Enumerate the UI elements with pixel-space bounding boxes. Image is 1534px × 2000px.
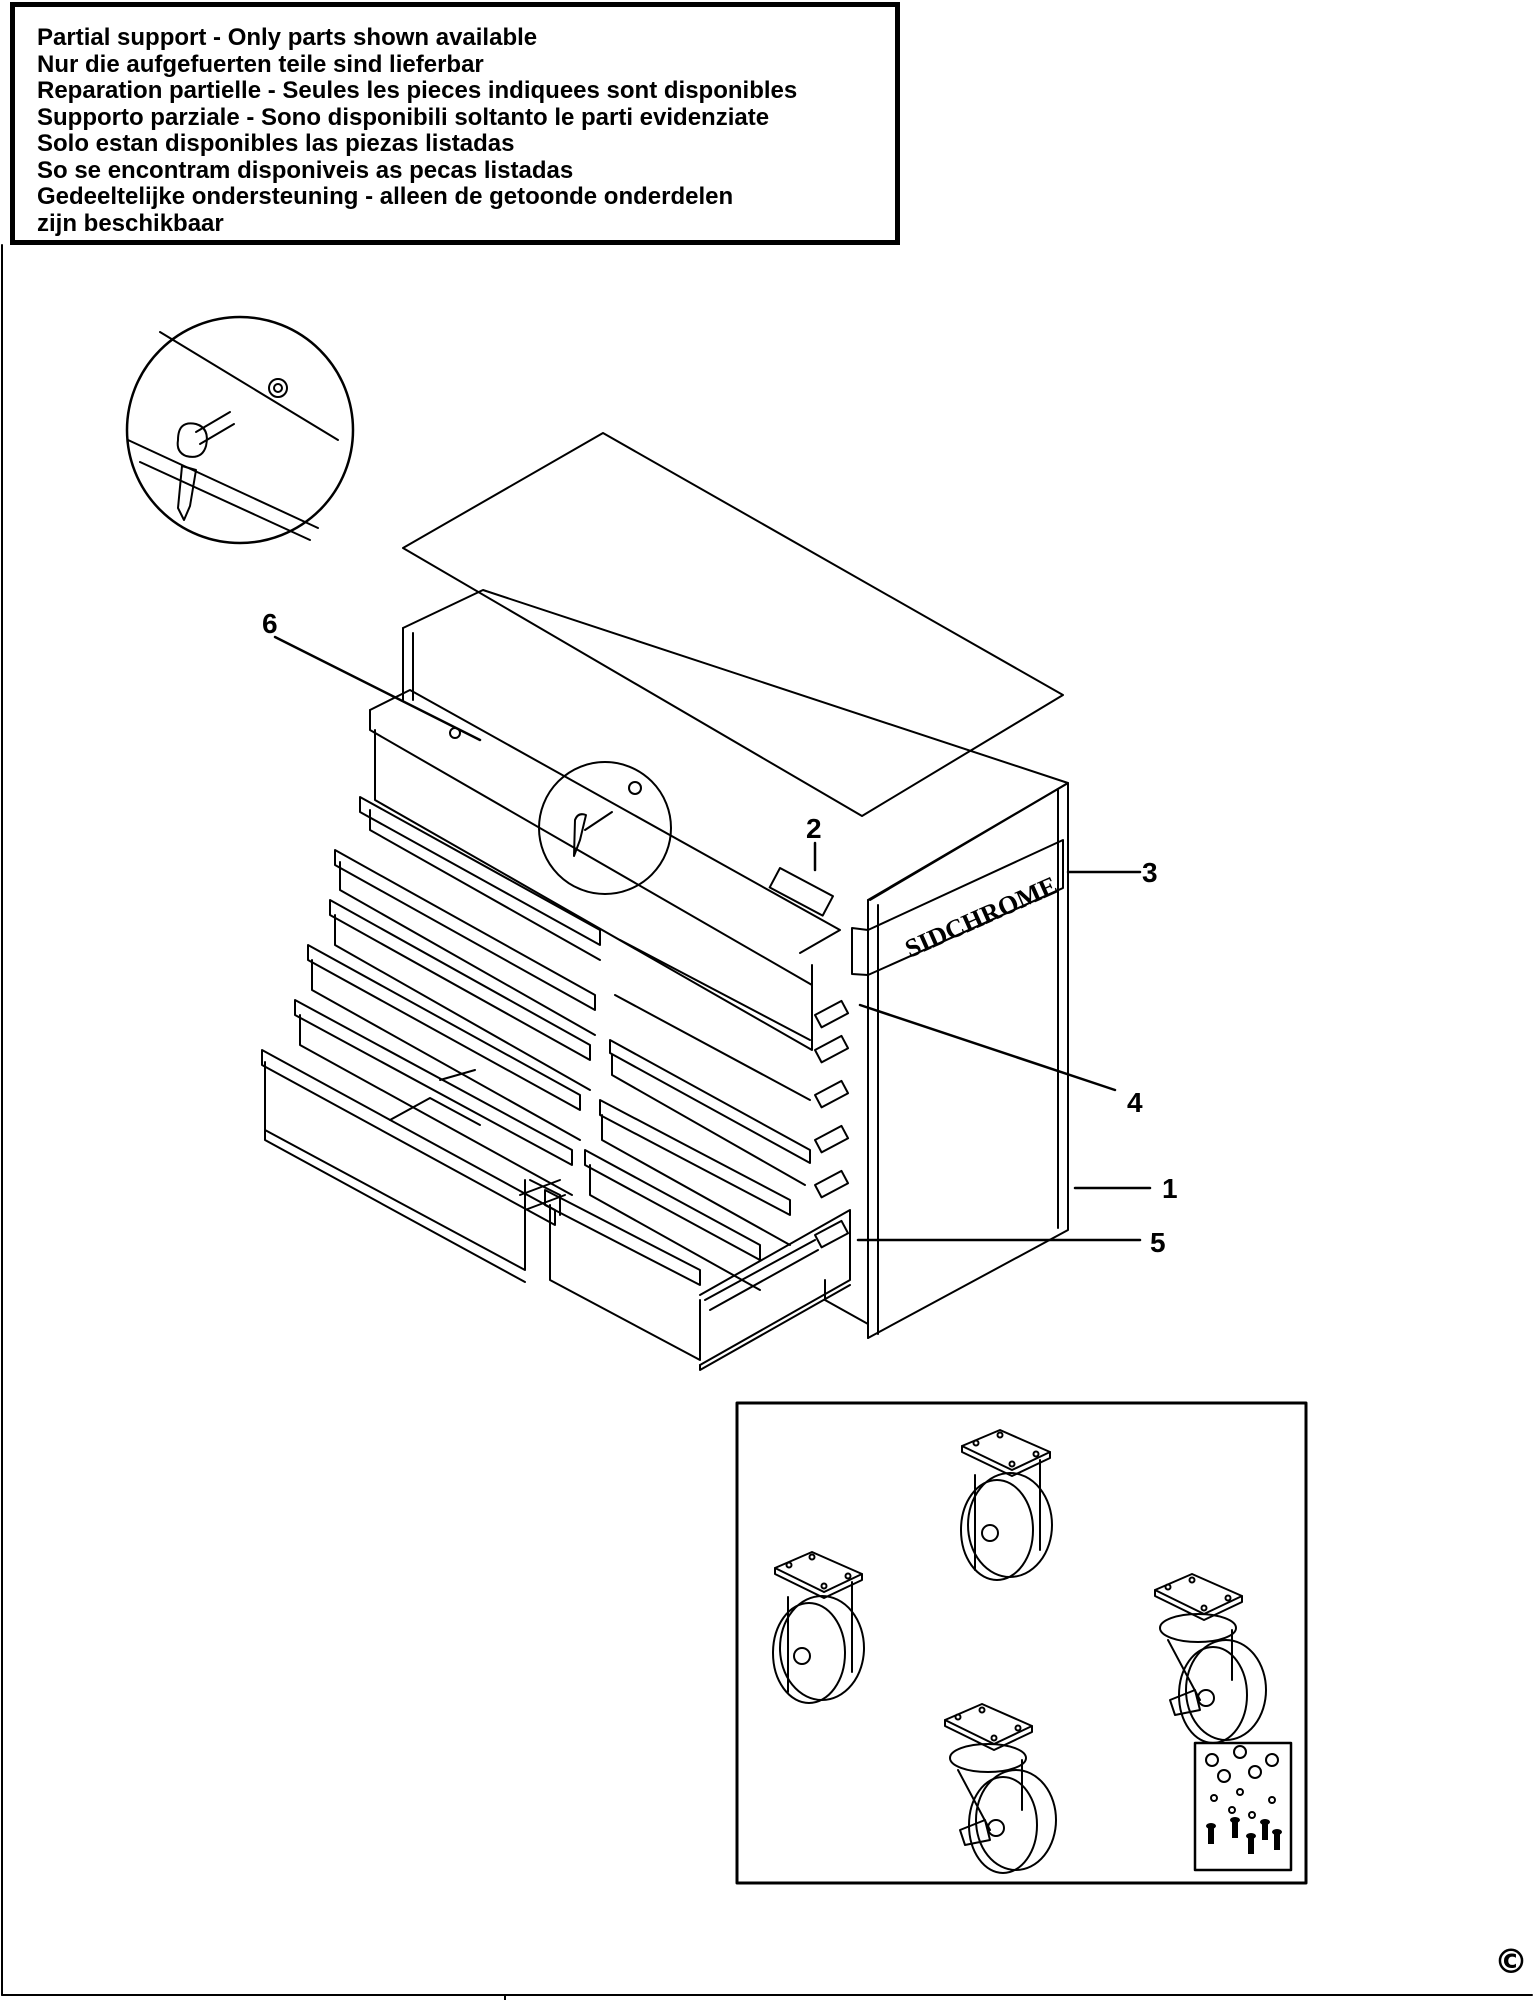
hardware-bolts [1206, 1817, 1282, 1854]
tool-cabinet [402, 589, 1069, 1339]
top-till-drawer [369, 689, 841, 1051]
callout-2: 2 [806, 813, 822, 844]
top-mat [402, 432, 1064, 817]
fixed-caster [960, 1429, 1053, 1581]
callout-4: 4 [1127, 1087, 1143, 1118]
notice-line: Solo estan disponibles las piezas listad… [37, 130, 515, 157]
leader-line-6 [273, 635, 482, 742]
notice-line: zijn beschikbaar [37, 209, 224, 237]
right-drawer-stack [519, 939, 851, 1371]
swivel-caster-with-brake [944, 1703, 1057, 1874]
notice-line: Gedeeltelijke ondersteuning - alleen de … [37, 183, 734, 210]
notice-line: So se encontram disponiveis as pecas lis… [37, 156, 574, 184]
brand-label: SIDCHROME [901, 871, 1062, 964]
casters-parts-box [735, 1401, 1308, 1885]
callout-6: 6 [262, 608, 278, 639]
notice-line: Reparation partielle - Seules les pieces… [37, 77, 798, 104]
left-drawer-stack [261, 796, 601, 1283]
swivel-caster-with-brake [1154, 1573, 1267, 1744]
notice-line: Partial support - Only parts shown avail… [37, 24, 538, 51]
lock-detail-view [125, 315, 355, 545]
leader-line-4 [858, 1003, 1117, 1092]
callout-1: 1 [1162, 1173, 1178, 1204]
notice-line: Supporto parziale - Sono disponibili sol… [37, 103, 770, 131]
partial-support-notice: Partial support - Only parts shown avail… [10, 2, 900, 245]
copyright-mark: © [1494, 1942, 1528, 1982]
fixed-caster [772, 1551, 865, 1704]
callout-3: 3 [1142, 857, 1158, 888]
callout-5: 5 [1150, 1227, 1166, 1258]
hardware-pack [1193, 1741, 1293, 1872]
notice-line: Nur die aufgefuerten teile sind lieferba… [37, 50, 484, 78]
